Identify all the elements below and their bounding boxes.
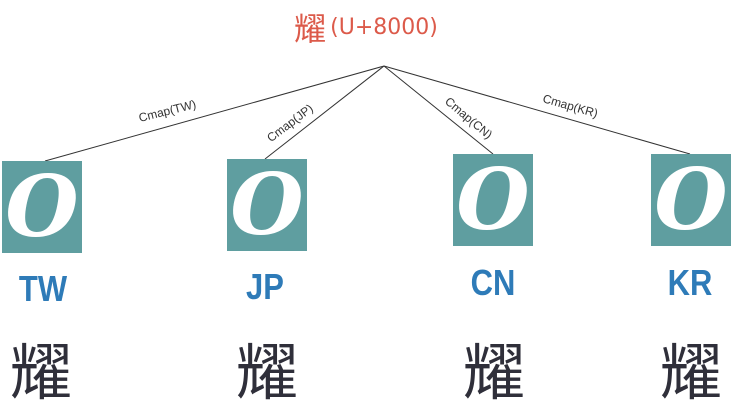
edge-line-jp: [264, 65, 385, 160]
glyph-tw: 耀: [9, 336, 72, 409]
glyph-kr: 耀: [659, 336, 722, 409]
region-label-tw: TW: [18, 268, 68, 309]
glyph-jp: 耀: [235, 336, 298, 409]
font-icon-kr: O: [651, 154, 731, 246]
font-o-icon: O: [230, 155, 304, 254]
font-icon-jp: O: [227, 159, 307, 251]
font-icon-cn: O: [453, 154, 533, 246]
root-character-label: 耀(U+8000): [0, 4, 732, 50]
edge-line-cn: [383, 65, 494, 155]
font-o-icon: O: [5, 157, 79, 256]
font-icon-tw: O: [2, 161, 82, 253]
region-label-jp: JP: [246, 266, 284, 307]
region-label-kr: KR: [667, 262, 713, 303]
region-label-cn: CN: [470, 262, 516, 303]
glyph-cn: 耀: [462, 336, 525, 409]
font-o-icon: O: [654, 150, 728, 249]
edge-line-tw: [44, 65, 385, 162]
font-o-icon: O: [456, 150, 530, 249]
root-character: 耀: [294, 10, 327, 48]
root-codepoint: (U+8000): [330, 14, 438, 40]
edge-line-kr: [383, 65, 691, 155]
